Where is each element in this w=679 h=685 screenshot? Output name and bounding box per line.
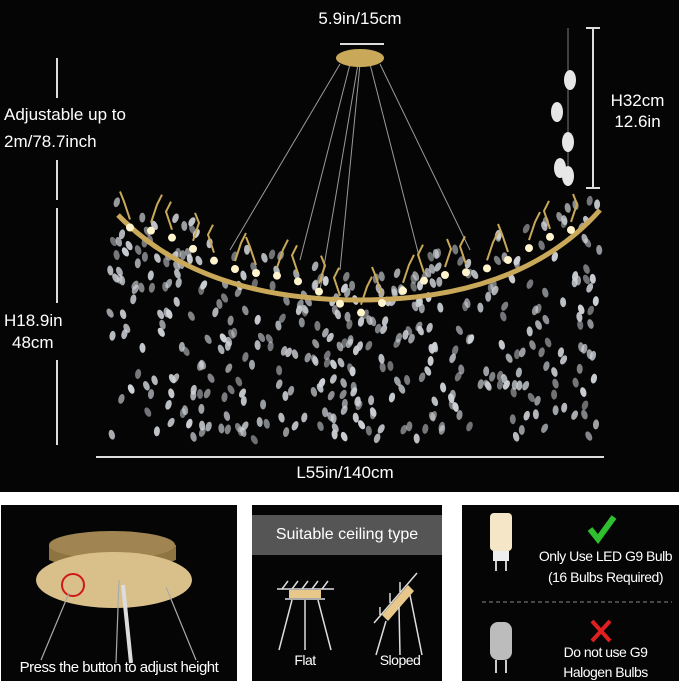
led-text-line1: Only Use LED G9 Bulb <box>538 548 673 564</box>
cross-icon <box>590 619 612 643</box>
adjust-button-panel: Press the button to adjust height <box>1 505 237 681</box>
sloped-ceiling-icon <box>373 572 423 656</box>
body-height-line-top <box>56 208 58 303</box>
body-height-line-bottom <box>56 360 58 445</box>
button-highlight-circle <box>61 573 85 597</box>
button-caption: Press the button to adjust height <box>19 659 219 676</box>
flat-ceiling-icon <box>277 580 334 651</box>
led-bulb-icon <box>490 513 512 571</box>
halogen-text-line1: Do not use G9 <box>563 644 648 660</box>
canopy-width-label: 5.9in/15cm <box>318 9 402 28</box>
canopy-dimension-line <box>340 43 384 45</box>
length-dimension-line <box>96 456 604 458</box>
body-height-in: H18.9in <box>4 311 63 330</box>
body-height-cm: 48cm <box>12 333 54 352</box>
ceiling-type-header: Suitable ceiling type <box>252 515 442 555</box>
length-label: L55in/140cm <box>296 463 394 482</box>
bulb-images <box>482 513 672 673</box>
strand-height-in: 12.6in <box>614 112 661 131</box>
adjustable-label-line2: 2m/78.7inch <box>4 132 97 151</box>
canopy <box>336 49 384 67</box>
adjustable-dimension-line-bottom <box>56 160 58 200</box>
ceiling-type-panel: Suitable ceiling type Flat Sloped <box>252 505 442 681</box>
product-dimensions-panel: 5.9in/15cm Adjustable up to 2m/78.7inch … <box>0 0 679 492</box>
strand-height-line <box>592 28 594 188</box>
halogen-text-line2: Halogen Bulbs <box>563 664 648 680</box>
adjustable-dimension-line-top <box>56 58 58 98</box>
adjustable-label-line1: Adjustable up to <box>4 105 126 124</box>
led-text-line2: (16 Bulbs Required) <box>547 569 664 585</box>
chandelier-illustration <box>106 28 603 445</box>
bulb-requirements-panel: Only Use LED G9 Bulb (16 Bulbs Required)… <box>462 505 679 681</box>
strand-cap-bottom <box>586 187 600 189</box>
ceiling-diagrams <box>277 572 423 656</box>
sloped-label: Sloped <box>379 652 421 668</box>
strand-cap-top <box>586 27 600 29</box>
canopy-closeup-image <box>36 531 197 664</box>
flat-label: Flat <box>294 652 316 668</box>
halogen-bulb-icon <box>490 622 512 673</box>
checkmark-icon <box>587 515 617 544</box>
strand-height-cm: H32cm <box>610 91 665 110</box>
